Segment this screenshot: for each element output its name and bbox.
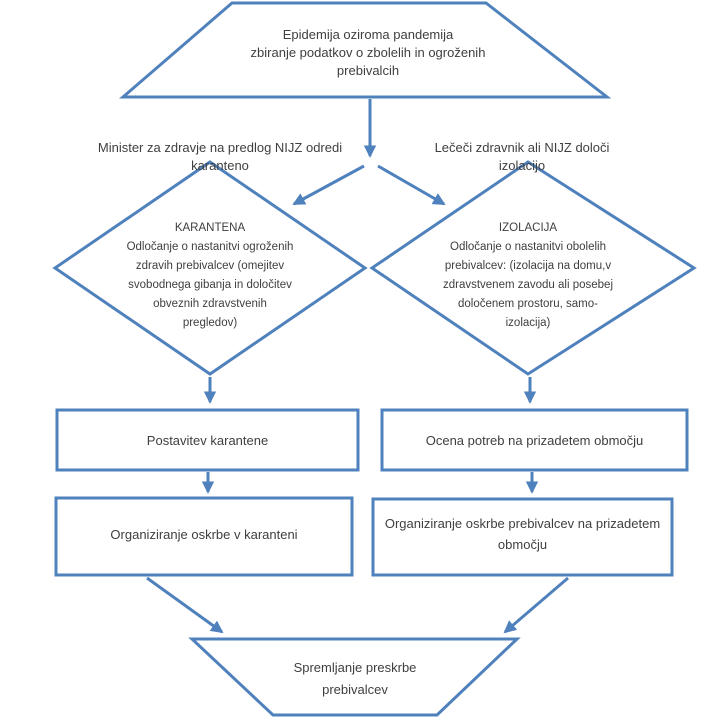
epidemija-line-1: Epidemija oziroma pandemija: [282, 27, 454, 42]
ocena-box-shape: [380, 408, 689, 472]
spremljanje-trapezoid-text: Spremljanje preskrbe prebivalcev: [255, 657, 455, 701]
izolacija-line-6: izolacija): [505, 317, 551, 329]
minister-branch-label: Minister za zdravje na predlog NIJZ odre…: [97, 140, 343, 173]
arrow-branch-izolacija: [377, 164, 446, 206]
izolacija-line-3: prebivalcev: (izolacija na domu,v: [444, 260, 612, 272]
arrow-left-to-spremljanje: [146, 576, 224, 634]
organiziranje-prizadeto-box-shape: [371, 497, 674, 577]
izolacija-diamond-text: IZOLACIJA Odločanje o nastanitvi oboleli…: [403, 219, 653, 333]
epidemija-line-3: prebivalcih: [336, 63, 400, 78]
karantena-diamond-text: KARANTENA Odločanje o nastanitvi ogrožen…: [85, 219, 335, 333]
karantena-line-3: zdravih prebivalcev (omejitev: [135, 260, 285, 272]
karantena-line-6: pregledov): [182, 317, 238, 329]
izolacija-diamond-shape: [369, 160, 697, 376]
izolacija-title: IZOLACIJA: [498, 222, 558, 234]
epidemija-trapezoid-shape: [118, 1, 612, 99]
izolacija-line-5: določenem prostoru, samo-: [458, 298, 598, 310]
ocena-box-text: Ocena potreb na prizadetem območju: [425, 432, 644, 448]
arrow-right-to-spremljanje: [503, 576, 569, 634]
organiziranje-prizadeto-line-2: območju: [497, 537, 548, 552]
izolacija-line-4: zdravstvenem zavodu ali posebej: [442, 279, 614, 291]
izolacija-line-2: Odločanje o nastanitvi obolelih: [450, 241, 606, 253]
karantena-line-4: svobodnega gibanja in določitev: [128, 279, 292, 291]
karantena-line-2: Odločanje o nastanitvi ogroženih: [126, 241, 294, 253]
organiziranje-prizadeto-box-text: Organiziranje oskrbe prebivalcev na priz…: [373, 499, 672, 569]
karantena-line-5: obveznih zdravstvenih: [153, 298, 267, 310]
postavitev-box-shape: [55, 408, 360, 472]
karantena-title: KARANTENA: [174, 222, 246, 234]
epidemija-line-2: zbiranje podatkov o zbolelih in ogroženi…: [250, 45, 486, 60]
zdravnik-branch-label: Lečeči zdravnik ali NIJZ določi izolacij…: [434, 140, 610, 173]
epidemija-trapezoid-text: Epidemija oziroma pandemija zbiranje pod…: [170, 26, 566, 80]
karantena-diamond-shape: [52, 160, 368, 376]
spremljanje-trapezoid-shape: [188, 637, 521, 717]
organiziranje-karantena-box-text: Organiziranje oskrbe v karanteni: [110, 526, 298, 542]
spremljanje-line-1: Spremljanje preskrbe: [293, 660, 417, 675]
arrow-branch-karantena: [292, 164, 365, 206]
spremljanje-line-2: prebivalcev: [322, 682, 388, 697]
organiziranje-karantena-box-shape: [54, 496, 354, 577]
organiziranje-prizadeto-line-1: Organiziranje oskrbe prebivalcev na priz…: [384, 516, 661, 531]
postavitev-box-text: Postavitev karantene: [146, 432, 269, 448]
